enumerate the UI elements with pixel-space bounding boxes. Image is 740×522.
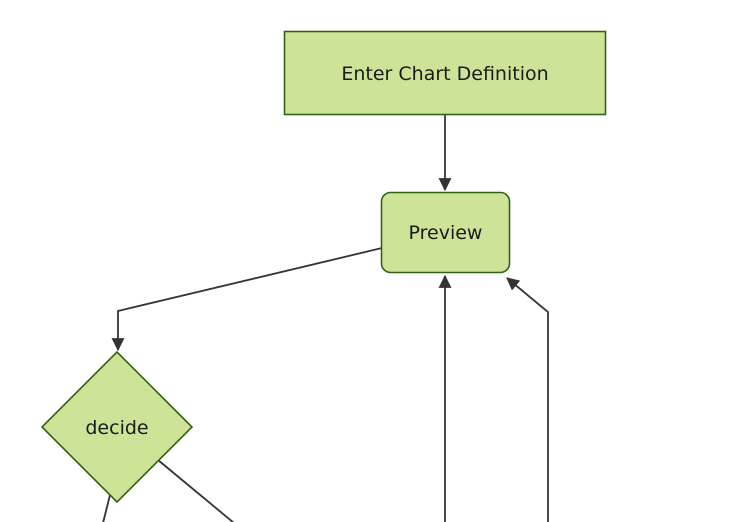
- node-decide-label: decide: [85, 417, 148, 439]
- node-decide: [40, 350, 194, 504]
- node-enter-chart-definition: [283, 30, 607, 116]
- edge-decide-to-offscreen-bottom-right: [157, 459, 235, 522]
- edge-preview-to-decide: [111, 247, 383, 352]
- edge-offscreen-bottom-right-to-preview: [506, 277, 549, 522]
- node-preview-label: Preview: [409, 222, 483, 244]
- node-enter-chart-definition-label: Enter Chart Definition: [341, 63, 548, 85]
- node-preview: [380, 191, 511, 274]
